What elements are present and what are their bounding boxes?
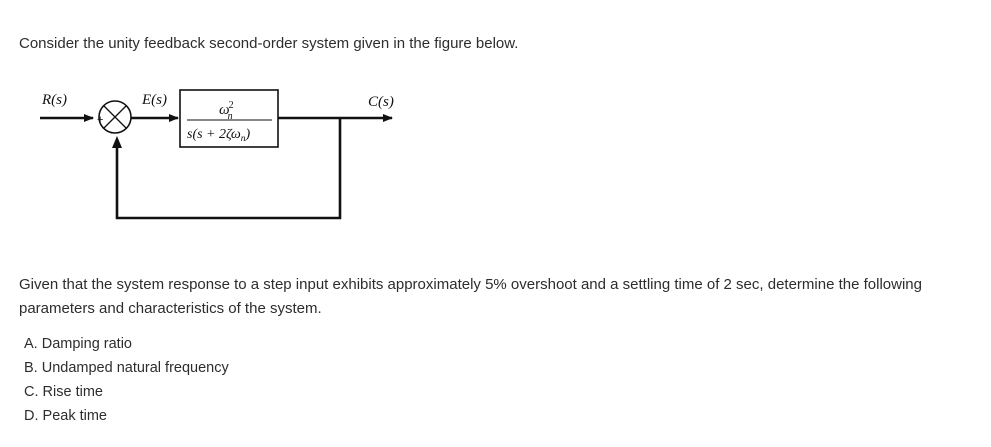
transfer-function-block [179, 89, 279, 148]
question-paragraph: Given that the system response to a step… [19, 276, 922, 317]
output-label: C(s) [368, 94, 394, 110]
error-label: E(s) [141, 92, 167, 108]
tf-denominator: s(s + 2ζωn) [187, 127, 251, 144]
input-label: R(s) [41, 92, 67, 108]
plus-sign: + [97, 114, 103, 126]
feedback-arrowhead [112, 136, 122, 148]
parts-list: A. Damping ratio B. Undamped natural fre… [24, 332, 229, 428]
list-item: C. Rise time [24, 384, 103, 400]
list-item: D. Peak time [24, 408, 107, 424]
list-item: A. Damping ratio [24, 336, 132, 352]
list-item: B. Undamped natural frequency [24, 360, 229, 376]
minus-sign: − [110, 126, 117, 140]
feedback-path [115, 118, 342, 220]
intro-text: Consider the unity feedback second-order… [19, 35, 519, 52]
